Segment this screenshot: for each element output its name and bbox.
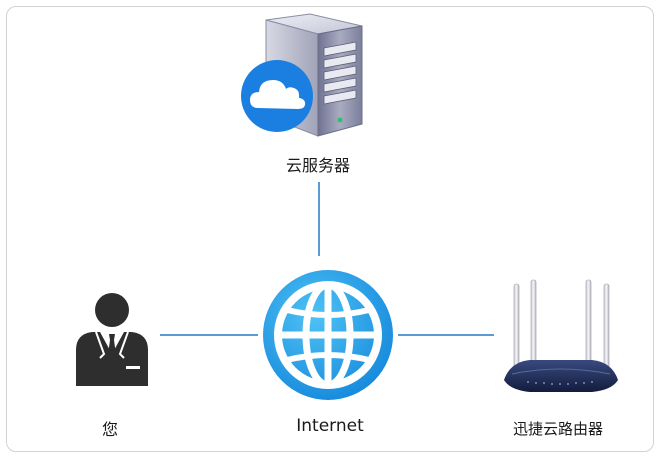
server-label: 云服务器 xyxy=(285,156,350,175)
user-label: 您 xyxy=(101,420,118,439)
router-label: 迅捷云路由器 xyxy=(512,420,603,438)
businessman-icon xyxy=(76,293,148,386)
globe-icon xyxy=(263,270,393,400)
internet-label: Internet xyxy=(296,416,364,436)
router-icon xyxy=(504,279,618,392)
cloud-server-icon xyxy=(241,13,363,137)
